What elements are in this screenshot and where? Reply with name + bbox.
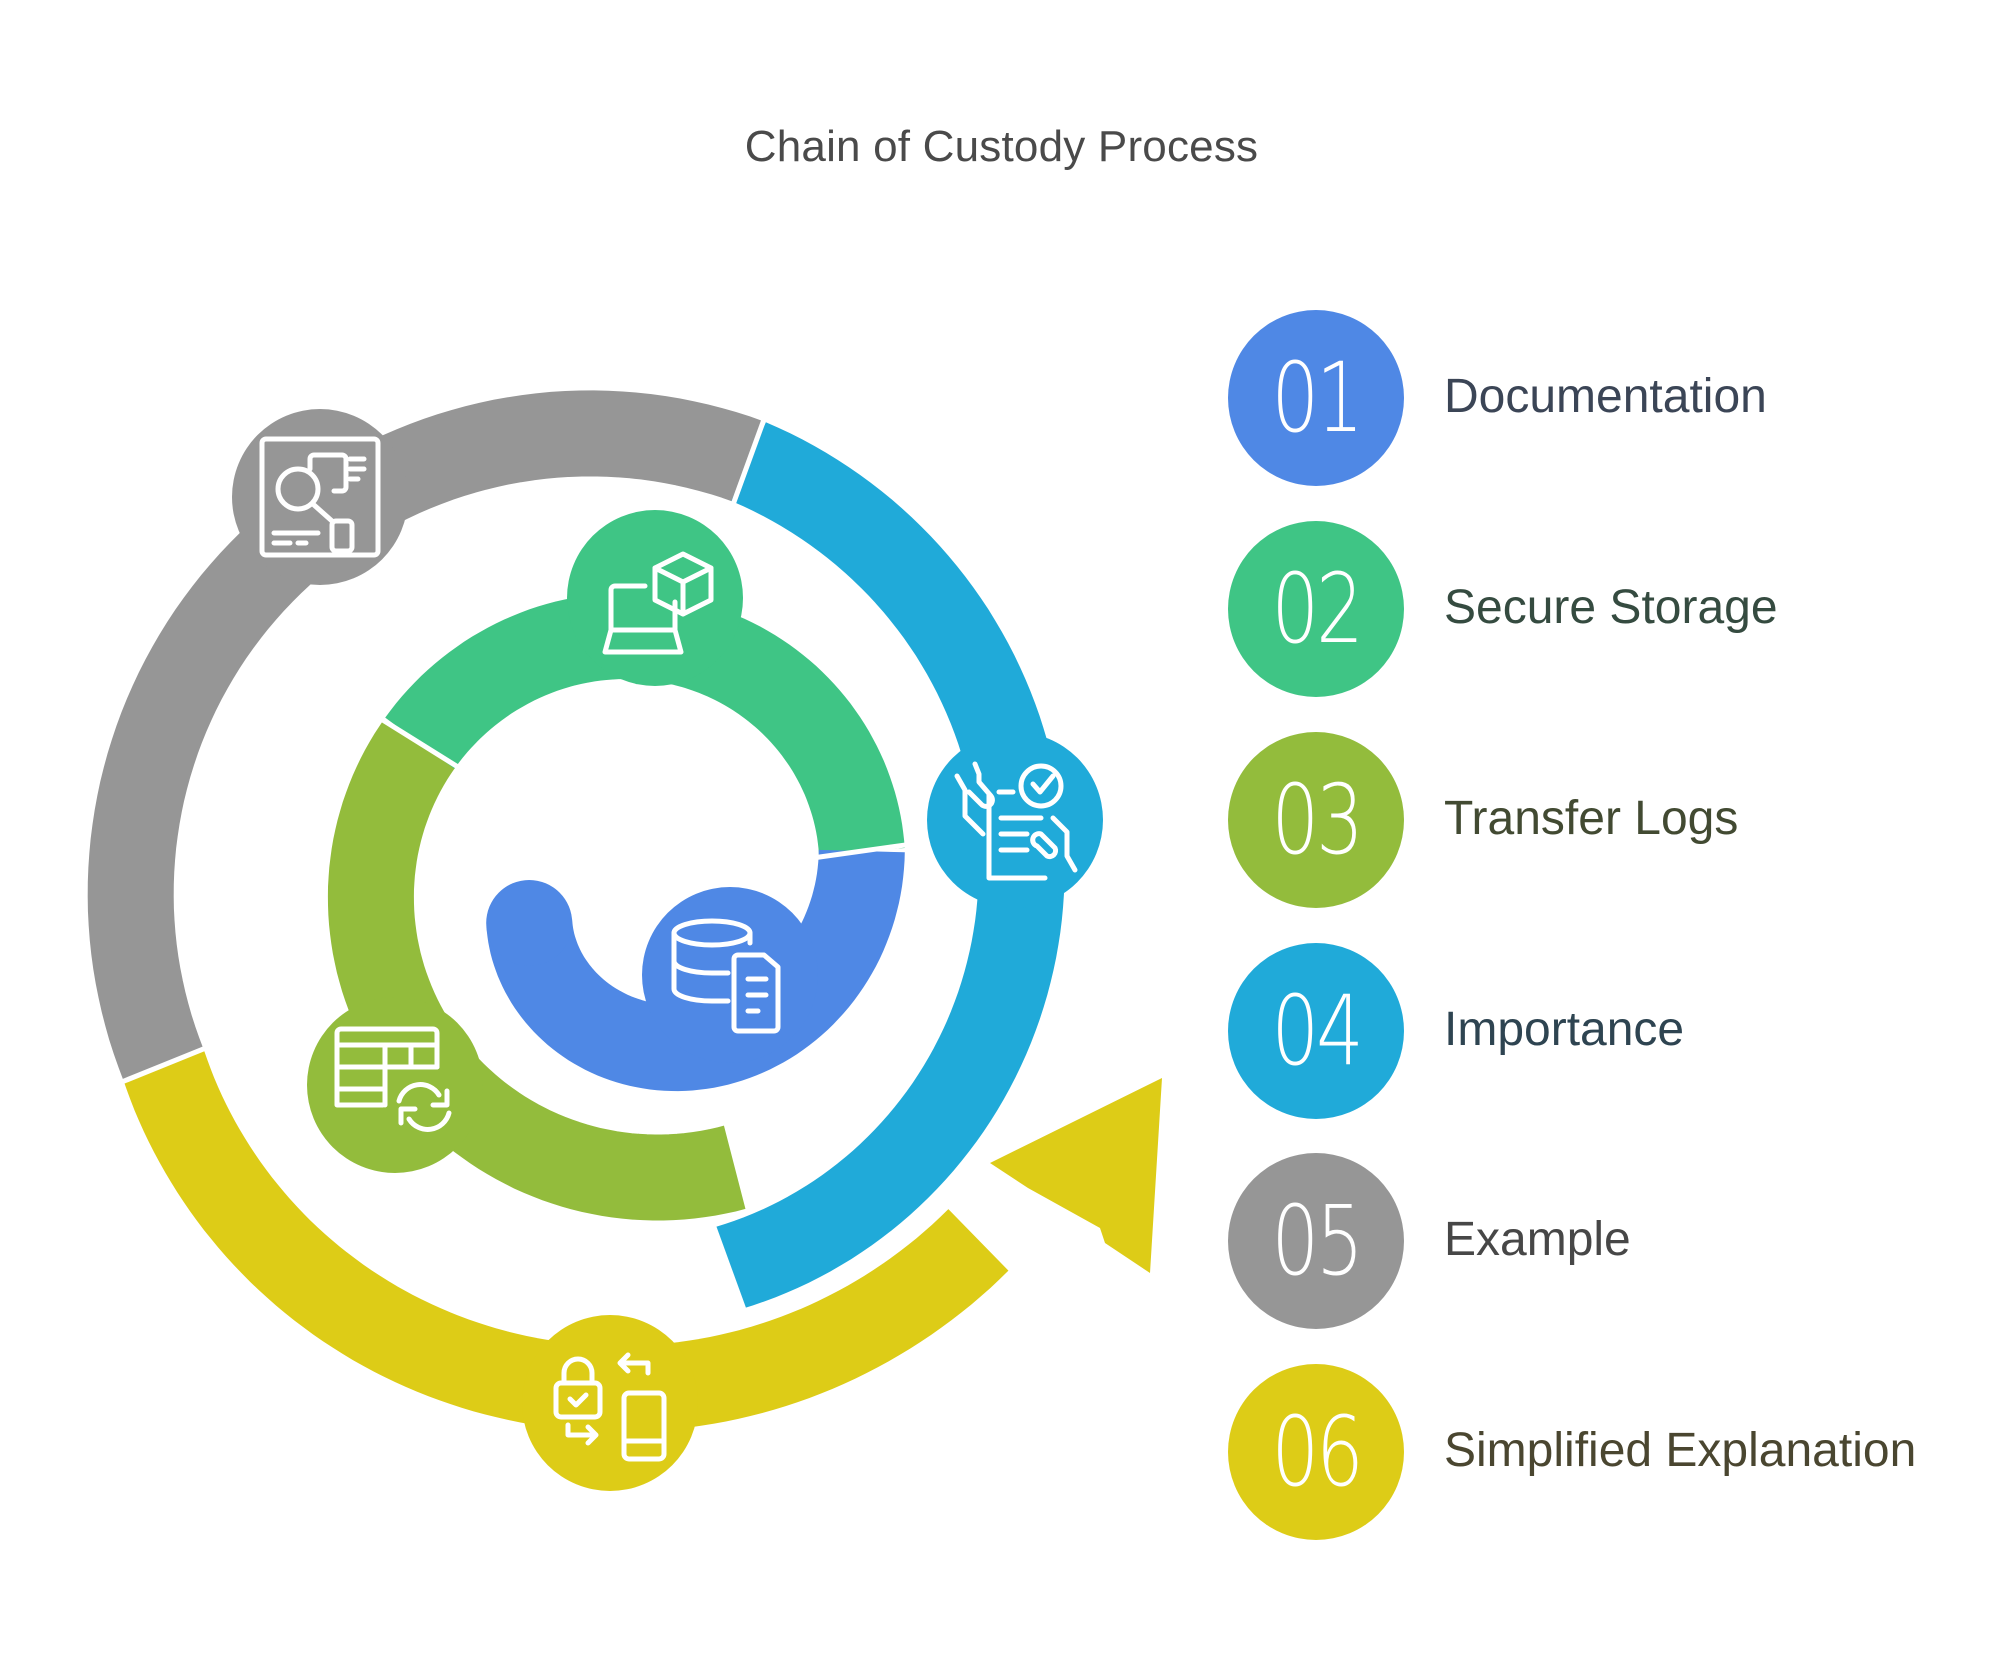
badge-example [232, 409, 408, 585]
laptop-cube-icon [602, 551, 714, 655]
step-label: Simplified Explanation [1444, 1424, 1917, 1477]
step-label: Secure Storage [1444, 581, 1778, 634]
badge-importance [927, 732, 1103, 908]
step-label: Documentation [1444, 370, 1767, 423]
diagram-title: Chain of Custody Process [744, 122, 1259, 171]
step-label: Example [1444, 1213, 1631, 1266]
hands-document-check-icon [954, 761, 1078, 881]
step-number: 05 [1271, 1185, 1363, 1297]
arrow-head [990, 1078, 1162, 1273]
spiral-segment-simplified-explanation [123, 1050, 1009, 1432]
badge-transfer-logs [307, 997, 483, 1173]
database-document-icon [671, 918, 781, 1034]
step-label: Importance [1444, 1003, 1685, 1056]
step-number-badge: 01 [1228, 310, 1404, 486]
step-number: 04 [1271, 975, 1363, 1087]
separator-gray-blue [729, 415, 768, 508]
separator-gray-yellow [118, 1044, 210, 1086]
legend-item-secure-storage: 02 Secure Storage [1228, 521, 1988, 697]
lock-phone-transfer-icon [553, 1352, 667, 1462]
analysis-board-icon [259, 436, 381, 558]
legend-item-importance: 04 Importance [1228, 943, 1988, 1119]
table-sync-icon [334, 1026, 452, 1132]
badge-secure-storage [567, 510, 743, 686]
separator-blue-end [710, 1221, 748, 1314]
separator-green-blue [813, 841, 910, 861]
separator-green-lightgreen [377, 715, 462, 771]
step-number-badge: 06 [1228, 1364, 1404, 1540]
step-number-badge: 02 [1228, 521, 1404, 697]
step-number: 01 [1271, 342, 1363, 454]
badge-documentation [642, 887, 818, 1063]
step-number: 06 [1271, 1396, 1363, 1508]
step-number-badge: 04 [1228, 943, 1404, 1119]
badge-simplified-explanation [522, 1315, 698, 1491]
legend-item-transfer-logs: 03 Transfer Logs [1228, 732, 1988, 908]
spiral-segment-example [87, 390, 763, 1081]
step-number-badge: 03 [1228, 732, 1404, 908]
step-number-badge: 05 [1228, 1153, 1404, 1329]
legend-item-documentation: 01 Documentation [1228, 310, 1988, 486]
step-number: 02 [1271, 553, 1363, 665]
legend-item-example: 05 Example [1228, 1153, 1988, 1329]
step-number: 03 [1271, 764, 1363, 876]
legend-item-simplified-explanation: 06 Simplified Explanation [1228, 1364, 1988, 1540]
step-label: Transfer Logs [1444, 792, 1739, 845]
